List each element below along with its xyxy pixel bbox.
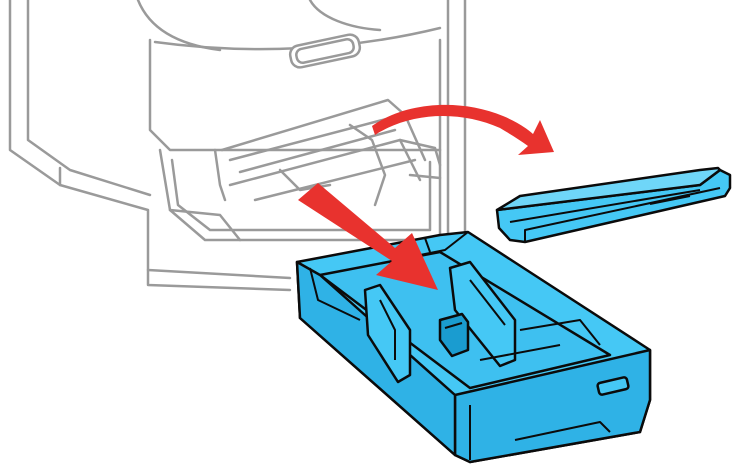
pull-arrow (298, 183, 438, 290)
cassette-cover (495, 166, 732, 244)
printer-body (8, 0, 477, 292)
remove-cover-arrow (372, 104, 554, 155)
paper-cassette (295, 230, 652, 464)
